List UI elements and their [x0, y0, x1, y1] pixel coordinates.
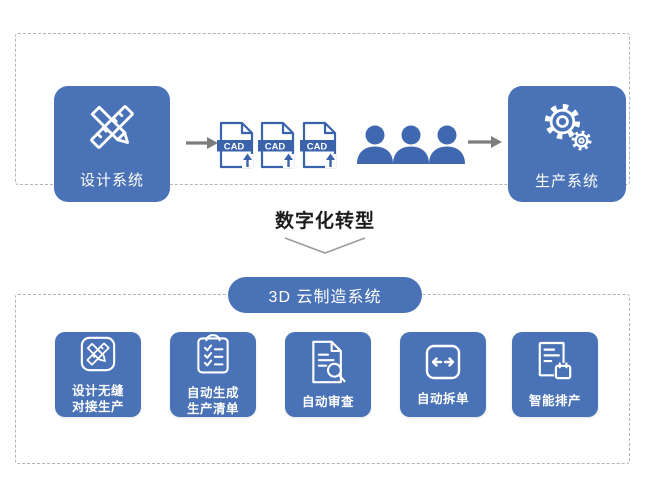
checklist-icon	[196, 333, 230, 380]
legacy-flow-section: 设计系统 CAD	[15, 33, 630, 202]
person-icon	[392, 125, 430, 164]
production-system-label: 生产系统	[534, 172, 599, 190]
feature-card-smart-scheduling: 智能排产	[512, 332, 598, 417]
document-review-icon	[309, 340, 347, 389]
feature-card-design-integration: 设计无缝 对接生产	[55, 332, 141, 417]
design-system-card: 设计系统	[54, 86, 170, 202]
feature-label-line1: 自动拆单	[416, 391, 469, 406]
platform-label: 3D 云制造系统	[268, 289, 382, 306]
feature-label-line1: 设计无缝	[71, 383, 124, 398]
feature-label-line1: 自动生成	[186, 385, 239, 400]
cad-file-upload-icon: CAD	[299, 120, 341, 170]
svg-text:CAD: CAD	[224, 142, 245, 153]
feature-card-auto-list: 自动生成 生产清单	[170, 332, 256, 417]
feature-label-line1: 自动审查	[301, 394, 354, 409]
right-arrow-icon	[186, 135, 218, 156]
design-system-label: 设计系统	[79, 171, 144, 189]
split-order-icon	[424, 343, 462, 386]
gears-icon	[538, 98, 596, 161]
feature-card-auto-split: 自动拆单	[400, 332, 486, 417]
svg-text:CAD: CAD	[307, 142, 328, 153]
cad-file-upload-icon: CAD	[257, 120, 299, 170]
smart-scheduling-icon	[536, 341, 574, 388]
platform-pill: 3D 云制造系统	[228, 277, 422, 313]
svg-text:CAD: CAD	[265, 142, 286, 153]
feature-card-auto-review: 自动审查	[285, 332, 371, 417]
chevron-down-icon	[283, 236, 367, 261]
person-icon	[356, 125, 394, 164]
feature-label-line2: 生产清单	[186, 401, 239, 416]
right-arrow-icon	[468, 134, 502, 155]
transition-title: 数字化转型	[274, 211, 375, 232]
person-icon	[428, 125, 466, 164]
feature-label-line1: 智能排产	[528, 393, 581, 408]
design-integration-icon	[79, 335, 117, 378]
cad-file-upload-icon: CAD	[216, 120, 258, 170]
production-system-card: 生产系统	[508, 86, 626, 202]
feature-label-line2: 对接生产	[71, 399, 124, 414]
design-tools-icon	[84, 99, 140, 160]
